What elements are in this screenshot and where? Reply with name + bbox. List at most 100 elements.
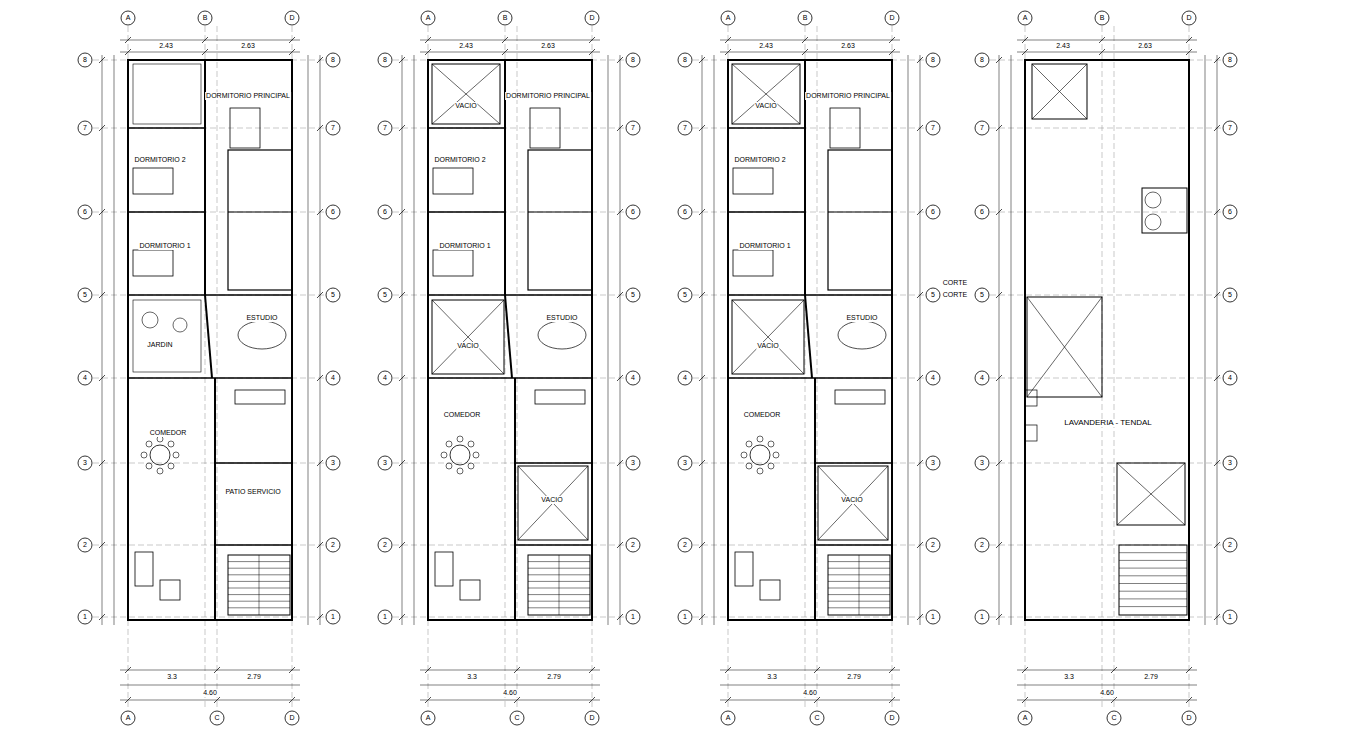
plan-line (317, 125, 323, 131)
grid-label: 2 (330, 541, 336, 549)
bed (133, 168, 173, 194)
room-label: VACIO (756, 342, 779, 350)
grid-bubble (78, 610, 92, 624)
room-name: COMEDOR (150, 429, 187, 437)
grid-bubble (78, 121, 92, 135)
terrace (133, 64, 201, 124)
bed (433, 250, 473, 276)
plan-line (1214, 209, 1220, 215)
grid-bubble (326, 538, 340, 552)
plan-line (120, 40, 300, 41)
plan-line (215, 462, 292, 464)
plan-line (996, 542, 1002, 548)
plan-line (617, 614, 623, 620)
chair (468, 441, 474, 447)
grid-bubble (926, 288, 940, 302)
plan-line (889, 37, 895, 43)
plan-line (1214, 125, 1220, 131)
dimension-label: 2.79 (846, 673, 862, 681)
plan-line (720, 52, 900, 53)
room-label: JARDIN (146, 341, 173, 349)
plan-line (214, 378, 216, 620)
room-label: COMEDOR (149, 429, 188, 437)
grid-bubble (326, 205, 340, 219)
plan-line (828, 212, 892, 213)
plan-line (1111, 667, 1117, 673)
dimension-label: 2.63 (840, 42, 856, 50)
grid-bubble (510, 711, 524, 725)
plan-line (720, 685, 900, 686)
chair (741, 452, 747, 458)
grid-bubble (326, 288, 340, 302)
plan-line (1119, 552, 1187, 553)
dimension-label: CORTE (942, 279, 968, 287)
grid-label: B (1099, 14, 1106, 22)
room-name: LAVANDERIA - TENDAL (1064, 419, 1152, 427)
dimension-label: 2.63 (1137, 42, 1153, 50)
grid-bubble (78, 456, 92, 470)
grid-label: A (425, 714, 432, 722)
plan-line (1217, 55, 1218, 625)
plan-line (432, 300, 504, 374)
grid-label: 6 (682, 208, 688, 216)
room-name: COMEDOR (444, 411, 481, 419)
plan-line (617, 57, 623, 63)
plan-line (699, 614, 705, 620)
plan-line (120, 700, 300, 701)
plan-line (1119, 583, 1187, 584)
plan-line (505, 295, 512, 378)
plan-line (214, 667, 220, 673)
grid-label: B (802, 14, 809, 22)
grid-bubble (1018, 11, 1032, 25)
grid-bubble (810, 711, 824, 725)
plan-line (1119, 598, 1187, 599)
bed (733, 168, 773, 194)
grid-label: 6 (1227, 208, 1233, 216)
room-name: DORMITORIO 2 (434, 156, 485, 164)
bed (530, 108, 560, 148)
outer-wall (728, 60, 892, 620)
plan-line (114, 55, 115, 625)
void-box (1027, 297, 1102, 397)
grid-bubble (198, 11, 212, 25)
plan-line (725, 667, 731, 673)
room-name: DORMITORIO PRINCIPAL (206, 92, 290, 100)
plan-line (320, 55, 321, 625)
grid-bubble (1095, 11, 1109, 25)
plan-line (289, 667, 295, 673)
plan-line (420, 700, 600, 701)
plan-line (1032, 64, 1087, 119)
plan-line (128, 377, 292, 379)
plan-line (125, 697, 131, 703)
chair (168, 463, 174, 469)
grid-bubble (626, 53, 640, 67)
grid-label: 6 (82, 208, 88, 216)
chair (468, 463, 474, 469)
kitchen-counter (235, 390, 285, 404)
grid-bubble (378, 205, 392, 219)
room-label: LAVANDERIA - TENDAL (1063, 419, 1153, 427)
grid-label: A (1022, 14, 1029, 22)
plan-line (120, 685, 300, 686)
grid-bubble (326, 53, 340, 67)
chair (157, 468, 163, 474)
grid-bubble (378, 610, 392, 624)
plan-line (617, 460, 623, 466)
grid-label: 4 (979, 374, 985, 382)
dimension-label: 2.79 (546, 673, 562, 681)
grid-bubble (975, 371, 989, 385)
plan-line (428, 377, 592, 379)
plan-line (699, 57, 705, 63)
grid-label: A (725, 714, 732, 722)
plan-line (317, 460, 323, 466)
plan-line (699, 125, 705, 131)
void-box (732, 300, 804, 374)
grid-bubble (885, 711, 899, 725)
grid-label: 2 (382, 541, 388, 549)
bed (433, 168, 473, 194)
plan-line (399, 125, 405, 131)
plan-line (517, 26, 518, 710)
room-label: VACIO (840, 496, 863, 504)
dimension-label: 2.43 (758, 42, 774, 50)
grid-label: 5 (930, 291, 936, 299)
